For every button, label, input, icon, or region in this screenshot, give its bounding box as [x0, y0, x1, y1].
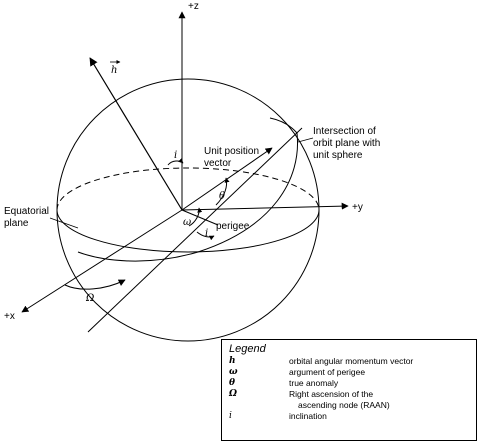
legend-box: Legend h orbital angular momentum vector… [221, 339, 477, 441]
true-anomaly-arc [215, 177, 230, 206]
legend-title: Legend [229, 343, 266, 355]
equatorial-label-1: Equatorial [4, 206, 49, 217]
legend-symbol-omega: ω [229, 367, 238, 377]
perigee-label: perigee [216, 221, 250, 232]
orbit-plane-front [77, 132, 299, 262]
legend-text-raan-continuation: ascending node (RAAN) [298, 400, 390, 410]
legend-text-raan: Right ascension of the [289, 389, 374, 399]
equatorial-label-2: plane [4, 218, 29, 229]
legend-row-omega: ω argument of perigee [229, 367, 471, 378]
inclination-lower-label: i [205, 228, 208, 239]
line-of-nodes [87, 127, 303, 333]
intersection-leader [297, 137, 314, 143]
legend-row-h: h orbital angular momentum vector [229, 356, 471, 367]
z-axis-label: +z [188, 1, 199, 12]
legend-row-theta: θ true anomaly [229, 378, 471, 389]
intersection-label-2: orbit plane with [313, 138, 380, 149]
h-vector-label: h [111, 65, 117, 76]
inclination-arc-upper [167, 158, 184, 166]
x-axis-label: +x [4, 311, 15, 322]
legend-text-inclination: inclination [289, 411, 327, 421]
inclination-upper-label: i [174, 150, 177, 161]
h-vector [89, 57, 183, 211]
legend-text-theta: true anomaly [289, 378, 339, 388]
unit-position-label-1: Unit position [204, 146, 259, 157]
raan-arc [64, 279, 126, 290]
equatorial-plane-front [56, 209, 320, 253]
perigee-direction [181, 209, 219, 226]
equatorial-leader [49, 217, 79, 229]
y-axis-label: +y [352, 202, 363, 213]
inclination-arc-lower [196, 231, 215, 241]
legend-symbol-theta: θ [229, 378, 236, 388]
legend-symbol-raan: Ω [229, 389, 238, 399]
argument-of-perigee-arc [188, 207, 203, 227]
intersection-label-3: unit sphere [313, 150, 363, 161]
intersection-label-1: Intersection of [313, 126, 376, 137]
legend-text-omega: argument of perigee [289, 367, 366, 377]
x-axis [21, 209, 183, 313]
legend-row-inclination: i inclination [229, 411, 471, 422]
omega-small-label: ω [183, 217, 191, 228]
unit-position-label-2: vector [204, 158, 232, 169]
legend-symbol-inclination: i [229, 411, 232, 421]
equatorial-plane-back [56, 167, 320, 211]
raan-label: Ω [85, 293, 94, 304]
orbit-plane-back [269, 117, 298, 134]
legend-text-h: orbital angular momentum vector [289, 356, 414, 366]
y-axis [181, 202, 349, 211]
legend-row-raan: Ω Right ascension of the [229, 389, 471, 400]
theta-label: θ [219, 191, 225, 202]
legend-symbol-h: h [229, 356, 236, 366]
